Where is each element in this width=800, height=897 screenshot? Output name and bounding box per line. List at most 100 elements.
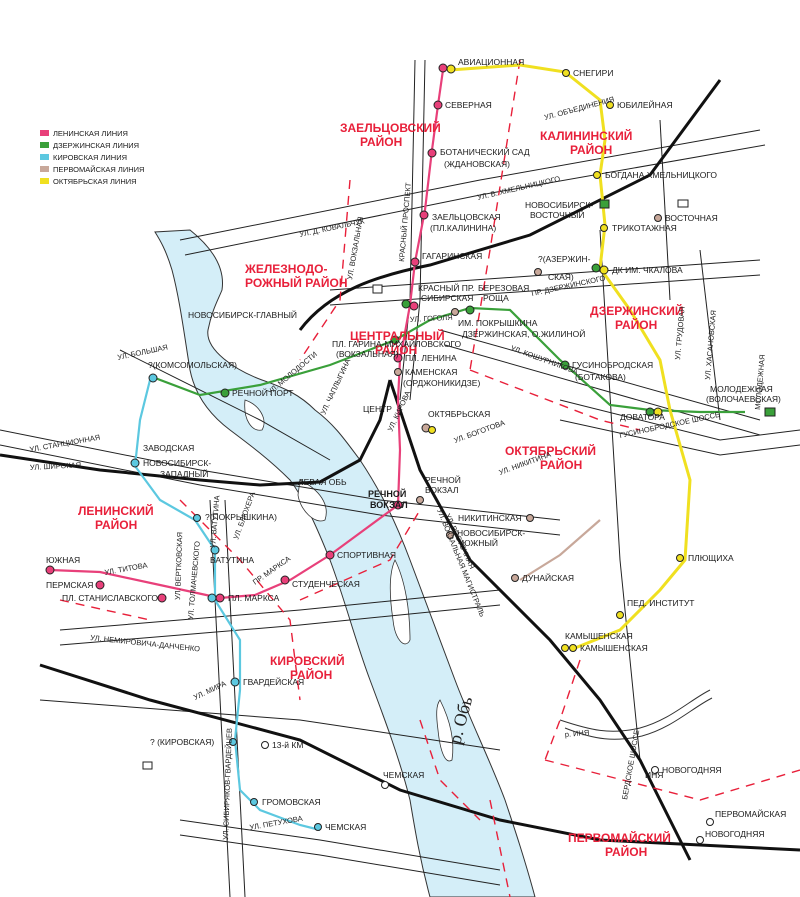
station-marker[interactable] (561, 644, 569, 652)
station-marker[interactable] (381, 781, 389, 789)
station-marker[interactable] (653, 407, 663, 417)
station-marker[interactable] (261, 741, 269, 749)
station-marker[interactable] (676, 554, 684, 562)
station-label: БОГДАНА ХМЕЛЬНИЦКОГО (605, 170, 717, 180)
station-label: КРАСНЫЙ ПР. (418, 282, 474, 293)
station-marker[interactable] (526, 514, 534, 522)
station-label: СНЕГИРИ (573, 68, 613, 78)
station-marker[interactable] (451, 308, 459, 316)
railways (0, 79, 800, 861)
station-marker[interactable] (593, 171, 601, 179)
street-label: р. ИНЯ (564, 728, 589, 739)
station-marker[interactable] (562, 69, 570, 77)
station-marker[interactable] (569, 644, 577, 652)
station-marker[interactable] (95, 580, 105, 590)
station-marker[interactable] (250, 798, 258, 806)
station-label: ВОСТОЧНЫЙ (530, 209, 585, 220)
station-marker[interactable] (616, 611, 624, 619)
station-marker[interactable] (401, 299, 411, 309)
station-label: ЛЕВАЯ ОБЬ (298, 477, 347, 487)
station-marker[interactable] (280, 575, 290, 585)
station-label: РЕЧНОЙ ПОРТ (232, 387, 293, 398)
river-inya (559, 689, 713, 740)
district-label: РАЙОН (615, 317, 657, 332)
station-marker[interactable] (706, 818, 714, 826)
station-marker[interactable] (394, 368, 402, 376)
station-marker[interactable] (325, 550, 335, 560)
station-label: ПЕРМСКАЯ (46, 580, 93, 590)
station-marker[interactable] (416, 496, 424, 504)
district-label: ОКТЯБРЬСКИЙ (505, 443, 596, 458)
station-marker[interactable] (591, 263, 601, 273)
station-label: ОКТЯБРЬСКАЯ (428, 409, 490, 419)
district-label: ДЗЕРЖИНСКИЙ (590, 303, 683, 318)
station-marker[interactable] (45, 565, 55, 575)
station-label: ВОСТОЧНАЯ (665, 213, 718, 223)
station-marker[interactable] (130, 458, 140, 468)
station-label: ПЛ. ГАРИНА-МИХАЙЛОВСКОГО (332, 338, 461, 349)
station-label: РОЩА (483, 293, 509, 303)
station-label: ЧЕМСКАЯ (325, 822, 366, 832)
station-label: (ВОЛОЧАЕВСКАЯ) (706, 394, 781, 404)
district-label: РАЙОН (540, 457, 582, 472)
station-label: НОВОСИБИРСК-ГЛАВНЫЙ (188, 309, 297, 320)
station-marker[interactable] (314, 823, 322, 831)
station-label: ДК ИМ. ЧКАЛОВА (612, 265, 683, 275)
station-marker[interactable] (230, 677, 240, 687)
station-label: ПЛЮЩИХА (688, 553, 734, 563)
station-marker[interactable] (210, 545, 220, 555)
station-marker[interactable] (393, 353, 403, 363)
station-label: НОВОСИБИРСК- (525, 200, 593, 210)
district-label: РОЖНЫЙ РАЙОН (245, 275, 347, 290)
district-borders (59, 59, 800, 897)
station-marker[interactable] (446, 531, 454, 539)
station-label: ГВАРДЕЙСКАЯ (243, 676, 304, 687)
station-marker[interactable] (654, 214, 662, 222)
legend: ЛЕНИНСКАЯ ЛИНИЯ ДЗЕРЖИНСКАЯ ЛИНИЯ КИРОВС… (40, 129, 144, 186)
station-marker[interactable] (220, 388, 230, 398)
station-marker[interactable] (446, 64, 456, 74)
station-marker[interactable] (511, 574, 519, 582)
station-label: ПЕРВОМАЙСКАЯ (715, 808, 786, 819)
station-marker[interactable] (148, 373, 158, 383)
station-marker[interactable] (410, 257, 420, 267)
station-marker[interactable] (534, 268, 542, 276)
station-marker[interactable] (157, 593, 167, 603)
station-marker[interactable] (409, 301, 419, 311)
station-marker[interactable] (438, 63, 448, 73)
station-marker[interactable] (193, 514, 201, 522)
station-marker[interactable] (465, 305, 475, 315)
station-marker[interactable] (393, 500, 403, 510)
station-marker[interactable] (599, 265, 609, 275)
district-label: КАЛИНИНСКИЙ (540, 128, 632, 143)
station-label: РЕЧНОЙ (368, 488, 406, 499)
district-label: РАЙОН (290, 667, 332, 682)
station-label: ВОКЗАЛ (370, 500, 408, 510)
station-label: (ОРДЖОНИКИДЗЕ) (403, 378, 480, 388)
station-marker[interactable] (428, 426, 436, 434)
station-label: ГАГАРИНСКАЯ (422, 251, 482, 261)
station-marker[interactable] (606, 101, 614, 109)
district-label: ЛЕНИНСКИЙ (78, 503, 154, 518)
station-marker[interactable] (433, 100, 443, 110)
station-marker[interactable] (651, 766, 659, 774)
station-label: (БОТАКОВА) (575, 372, 626, 382)
station-marker[interactable] (229, 738, 237, 746)
station-label: (ПЛ.КАЛИНИНА) (430, 223, 496, 233)
station-marker[interactable] (207, 593, 217, 603)
station-label: БЕРЕЗОВАЯ (478, 283, 529, 293)
district-label: ПЕРВОМАЙСКИЙ (568, 830, 671, 845)
station-label: ЗАПАДНЫЙ (160, 468, 208, 479)
station-marker[interactable] (560, 360, 570, 370)
station-marker[interactable] (600, 224, 608, 232)
station-marker[interactable] (696, 836, 704, 844)
station-marker[interactable] (215, 593, 225, 603)
station-marker[interactable] (427, 148, 437, 158)
legend-swatch (40, 178, 49, 184)
station-label: СТУДЕНЧЕСКАЯ (292, 579, 360, 589)
station-label: ВАТУТИНА (210, 555, 254, 565)
station-label: НИКИТИНСКАЯ (458, 513, 522, 523)
station-marker[interactable] (419, 210, 429, 220)
station-label: ПЛ. СТАНИСЛАВСКОГО (62, 593, 158, 603)
station-marker[interactable] (390, 335, 400, 345)
